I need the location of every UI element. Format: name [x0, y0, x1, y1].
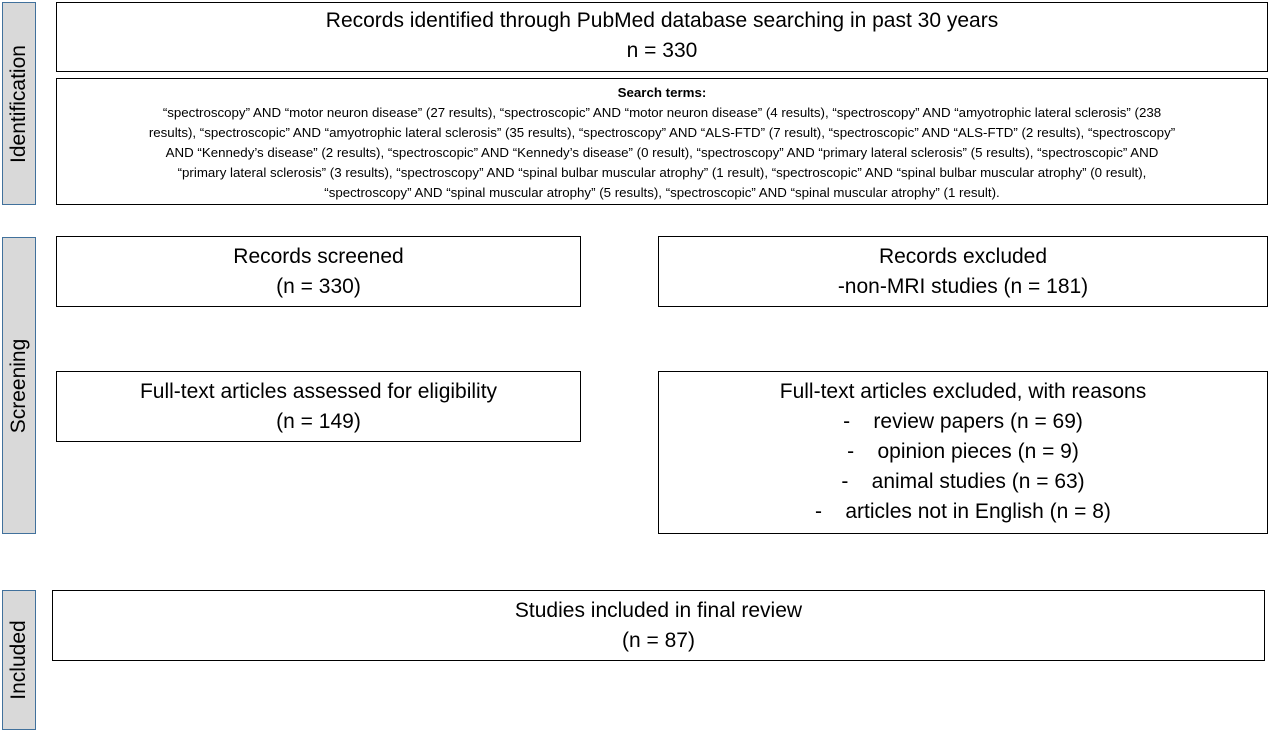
records-identified-count: n = 330 [626, 39, 698, 62]
fulltext-assessed-title: Full-text articles assessed for eligibil… [139, 380, 498, 403]
records-identified-box: Records identified through PubMed databa… [56, 2, 1268, 72]
stage-identification: Identification [2, 2, 36, 205]
final-review-count: (n = 87) [622, 629, 695, 652]
stage-screening: Screening [2, 237, 36, 534]
stage-included-label: Included [7, 620, 30, 700]
exclusion-reason: - articles not in English (n = 8) [815, 500, 1111, 523]
records-screened-count: (n = 330) [276, 275, 361, 298]
stage-included: Included [2, 590, 36, 730]
search-terms-box: Search terms: “spectroscopy” AND “motor … [56, 78, 1268, 205]
records-excluded-reason: -non-MRI studies (n = 181) [837, 275, 1089, 298]
exclusion-reason: - opinion pieces (n = 9) [847, 440, 1079, 463]
fulltext-excluded-title: Full-text articles excluded, with reason… [779, 380, 1147, 403]
records-excluded-box: Records excluded -non-MRI studies (n = 1… [658, 236, 1268, 307]
search-terms-line: “spectroscopy” AND “spinal muscular atro… [324, 185, 1000, 200]
stage-identification-label: Identification [7, 44, 30, 163]
fulltext-assessed-count: (n = 149) [276, 410, 361, 433]
search-terms-heading: Search terms: [617, 85, 707, 100]
exclusion-reason: - animal studies (n = 63) [841, 470, 1085, 493]
fulltext-excluded-box: Full-text articles excluded, with reason… [658, 371, 1268, 534]
exclusion-reason: - review papers (n = 69) [843, 410, 1083, 433]
final-review-box: Studies included in final review (n = 87… [52, 590, 1265, 661]
records-screened-title: Records screened [233, 245, 404, 268]
records-screened-box: Records screened (n = 330) [56, 236, 581, 307]
fulltext-assessed-box: Full-text articles assessed for eligibil… [56, 371, 581, 442]
records-excluded-title: Records excluded [878, 245, 1048, 268]
search-terms-line: results), “spectroscopic” AND “amyotroph… [148, 125, 1176, 140]
stage-screening-label: Screening [7, 338, 30, 433]
search-terms-line: “spectroscopy” AND “motor neuron disease… [162, 105, 1162, 120]
search-terms-line: “primary lateral sclerosis” (3 results),… [177, 165, 1147, 180]
final-review-title: Studies included in final review [514, 599, 803, 622]
records-identified-title: Records identified through PubMed databa… [325, 9, 999, 32]
search-terms-line: AND “Kennedy’s disease” (2 results), “sp… [165, 145, 1159, 160]
